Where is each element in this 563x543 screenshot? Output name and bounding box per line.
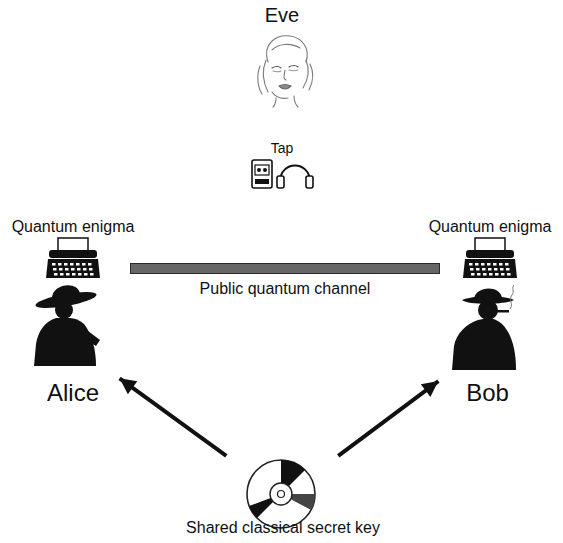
enigma-node: Quantum enigma bbox=[6, 218, 141, 278]
key-disc bbox=[247, 460, 315, 528]
node-label: Eve bbox=[263, 4, 301, 27]
node-label: Shared classical secret key bbox=[184, 519, 382, 537]
node-label: Bob bbox=[464, 379, 511, 407]
bob-figure bbox=[452, 285, 516, 370]
eve-node: Eve bbox=[232, 4, 332, 104]
channel-band: Public quantum channel bbox=[130, 262, 440, 302]
node-label: Quantum enigma bbox=[427, 218, 554, 236]
channel-bar bbox=[130, 263, 440, 274]
tap-icon bbox=[252, 160, 313, 188]
tap-node: Tap bbox=[242, 140, 322, 190]
node-label: Alice bbox=[45, 379, 101, 407]
typewriter-icon bbox=[463, 238, 517, 278]
alice-node: Alice bbox=[28, 282, 118, 407]
arrow-connector bbox=[120, 378, 227, 455]
node-label: Public quantum channel bbox=[198, 280, 373, 298]
bob-node: Bob bbox=[440, 282, 535, 407]
arrow-connector bbox=[338, 381, 438, 456]
alice-figure bbox=[34, 285, 100, 366]
key-node: Shared classical secret key bbox=[178, 457, 388, 537]
node-label: Quantum enigma bbox=[10, 218, 137, 236]
enigma-node: Quantum enigma bbox=[423, 218, 558, 278]
node-label: Tap bbox=[269, 140, 296, 156]
typewriter-icon bbox=[46, 238, 100, 278]
eve-portrait bbox=[258, 36, 313, 107]
